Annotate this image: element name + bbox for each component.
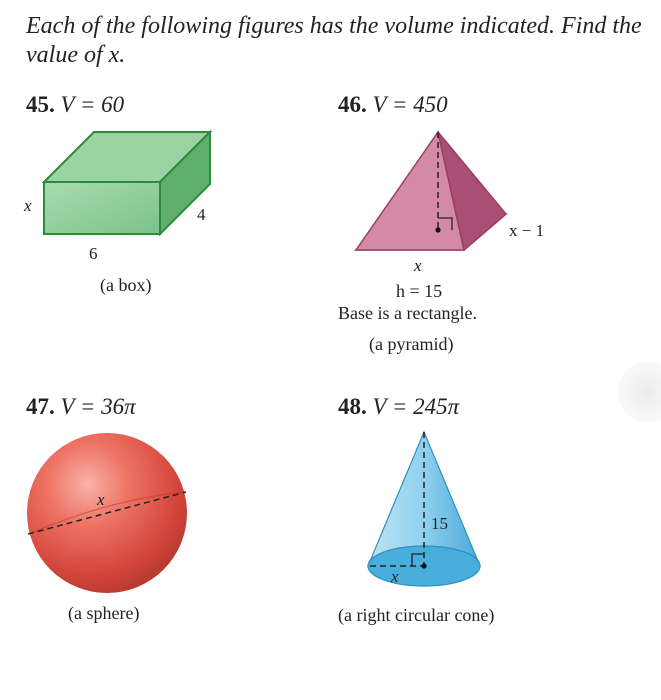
pyramid-figure [353,130,509,252]
pyramid-height-note: h = 15 [396,281,443,301]
problem-equation: V = 245π [372,394,460,419]
box-front-face [43,181,161,235]
sphere-diameter-line [27,491,187,535]
pyramid-center-dot [435,227,441,233]
problem-46-heading: 46. V = 450 [338,92,448,118]
cone-center-dot [421,563,427,569]
pyramid-side-face [437,131,508,252]
problem-number: 48. [338,394,367,419]
problem-number: 46. [338,92,367,117]
page-edge-shadow [618,362,661,422]
right-angle-mark [411,553,424,566]
box-label-x: x [24,196,32,215]
cone-label-x: x [391,567,399,586]
cone-figure [367,430,481,587]
problem-number: 47. [26,394,55,419]
box-edge [43,131,95,183]
sphere-caption: (a sphere) [68,603,140,623]
problem-number: 45. [26,92,55,117]
cone-label-15: 15 [431,514,448,533]
sphere-equator [28,491,186,535]
box-caption: (a box) [100,275,152,295]
pyramid-base-note: Base is a rectangle. [338,303,477,323]
problem-48-heading: 48. V = 245π [338,394,459,420]
instructions-text: Each of the following figures has the vo… [26,13,642,68]
box-label-4: 4 [197,205,206,224]
box-figure [41,129,213,237]
problem-equation: V = 450 [372,92,448,117]
cone-caption: (a right circular cone) [338,605,495,625]
problem-47-heading: 47. V = 36π [26,394,136,420]
sphere-figure [27,433,187,593]
problem-equation: V = 36π [60,394,136,419]
problem-equation: V = 60 [60,92,125,117]
sphere-label-x: x [97,490,105,509]
pyramid-label-x: x [414,256,422,275]
box-label-6: 6 [89,244,98,263]
problem-45-heading: 45. V = 60 [26,92,124,118]
pyramid-caption: (a pyramid) [369,334,454,354]
right-angle-mark [438,217,453,230]
pyramid-label-x-minus-1: x − 1 [509,221,545,240]
